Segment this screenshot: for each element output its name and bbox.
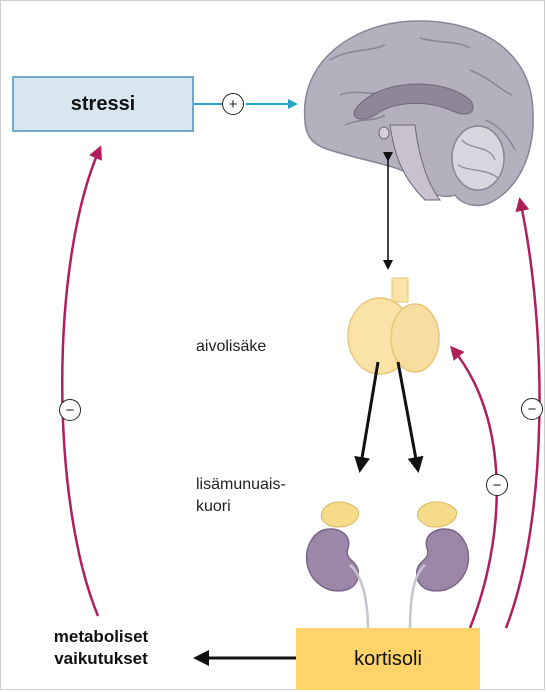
pituitary-gland-illustration <box>348 278 439 374</box>
adrenal-cortex-label: lisämunuais- kuori <box>196 474 286 518</box>
minus-sign-left: − <box>59 399 81 421</box>
right-kidney-illustration <box>410 502 468 630</box>
metabolic-effects-label: metaboliset vaikutukset <box>26 626 176 670</box>
stress-box: stressi <box>12 76 194 132</box>
metabolic-effects-line1: metaboliset <box>26 626 176 648</box>
adrenal-cortex-label-line1: lisämunuais- <box>196 474 286 496</box>
pituitary-label: aivolisäke <box>196 336 266 358</box>
pituitary-to-left-adrenal-arrow <box>360 362 378 470</box>
cortisol-label: kortisoli <box>354 648 422 671</box>
minus-sign-right-inner: − <box>486 474 508 496</box>
cortisol-box: kortisoli <box>296 628 480 690</box>
metabolic-effects-line2: vaikutukset <box>26 648 176 670</box>
adrenal-cortex-label-line2: kuori <box>196 496 286 518</box>
left-kidney-illustration <box>307 502 368 630</box>
plus-sign: + <box>222 93 244 115</box>
stress-label: stressi <box>71 93 136 116</box>
metabolic-to-stress-feedback-arrow <box>62 148 100 616</box>
brain-illustration <box>305 21 534 205</box>
pituitary-to-right-adrenal-arrow <box>398 362 418 470</box>
minus-sign-right-outer: − <box>521 398 543 420</box>
